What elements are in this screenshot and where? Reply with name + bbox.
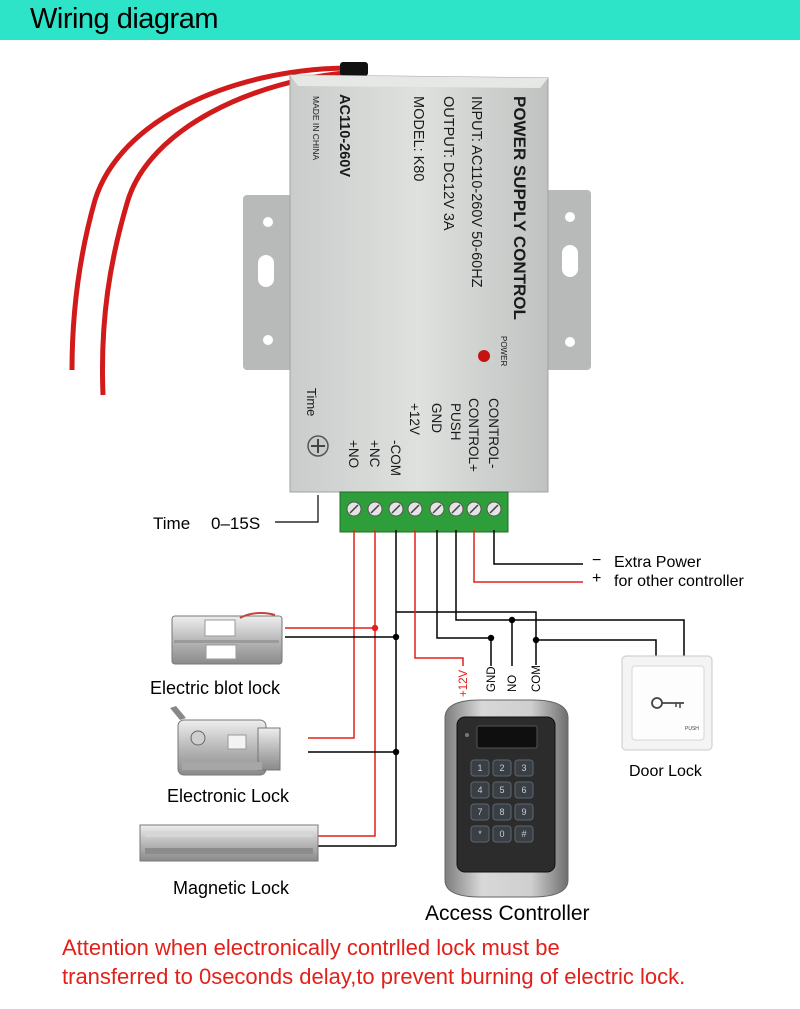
keypad-key-label: # <box>521 829 526 839</box>
controller-terminal-label: GND <box>486 666 498 692</box>
ps-model-text: MODEL: K80 <box>410 96 426 181</box>
keypad-key-label: 3 <box>521 763 526 773</box>
door-lock-label: Door Lock <box>629 763 702 780</box>
controller-terminal-label: +12V <box>458 669 470 697</box>
keypad-key-label: 5 <box>499 785 504 795</box>
terminal-screw-slot <box>391 504 401 514</box>
keypad-key <box>492 803 512 821</box>
extra-power-line2: for other controller <box>614 573 744 590</box>
time-range: 0–15S <box>211 514 261 533</box>
ps-madein-text: MADE IN CHINA <box>311 96 321 161</box>
keypad-key-label: 7 <box>477 807 482 817</box>
time-leader-line <box>275 495 319 523</box>
controller-terminal-label: NO <box>507 675 519 692</box>
magnetic-lock-label: Magnetic Lock <box>173 878 290 898</box>
ps-output-text: OUTPUT: DC12V 3A <box>440 96 456 231</box>
attention-line-2: transferred to 0seconds delay,to prevent… <box>62 964 686 989</box>
keypad-key <box>470 781 490 799</box>
time-label: Time <box>153 514 191 533</box>
power-supply-labels: POWER SUPPLY CONTROL INPUT: AC110-260V 5… <box>304 94 529 416</box>
keypad-key <box>514 759 534 777</box>
keypad-key <box>492 825 512 843</box>
attention-line-1: Attention when electronically contrlled … <box>62 935 560 960</box>
extra-power-line1: Extra Power <box>614 554 702 571</box>
terminal-screw-slot <box>432 504 442 514</box>
keypad-key <box>492 781 512 799</box>
bolt-lock-label: Electric blot lock <box>150 678 281 698</box>
door-button-image: PUSH <box>621 655 713 751</box>
keypad-key-label: 8 <box>499 807 504 817</box>
power-input-cables <box>69 62 368 396</box>
keypad-key <box>514 825 534 843</box>
keypad-key <box>492 759 512 777</box>
keypad-key <box>514 781 534 799</box>
door-button-push-text: PUSH <box>685 726 699 732</box>
access-controller-image: 1 2 3 4 5 6 7 8 9 * 0 # <box>444 699 569 898</box>
keypad-key-label: 1 <box>477 763 482 773</box>
wires <box>285 530 685 847</box>
extra-power-plus: + <box>592 570 602 587</box>
ps-time-label: Time <box>304 388 319 416</box>
controller-terminal-labels: +12V GND NO COM <box>458 665 543 697</box>
controller-terminal-label: COM <box>531 665 543 692</box>
page-title: Wiring diagram <box>30 3 219 35</box>
ps-terminal-label: +NO <box>346 440 361 468</box>
power-supply-box <box>243 74 591 533</box>
keypad-key-label: 6 <box>521 785 526 795</box>
terminal-screw-slot <box>410 504 420 514</box>
ps-terminal-label: +12V <box>407 403 422 435</box>
terminal-screw-slot <box>451 504 461 514</box>
keypad: 1 2 3 4 5 6 7 8 9 * 0 # <box>470 759 534 843</box>
magnetic-lock-image <box>139 824 319 862</box>
keypad-key-label: 0 <box>499 829 504 839</box>
terminal-screw-slot <box>469 504 479 514</box>
electronic-lock-label: Electronic Lock <box>167 786 290 806</box>
ps-voltage-text: AC110-260V <box>336 94 352 177</box>
terminal-screw-slot <box>489 504 499 514</box>
ps-terminal-label: PUSH <box>448 403 463 441</box>
access-controller-label: Access Controller <box>425 902 590 925</box>
keypad-key <box>514 803 534 821</box>
keypad-key <box>470 803 490 821</box>
terminal-screw-slot <box>370 504 380 514</box>
electric-bolt-lock-image <box>171 612 283 665</box>
ps-terminal-label: GND <box>429 403 444 433</box>
header-bar: Wiring diagram <box>0 0 800 40</box>
ps-terminal-label: CONTROL+ <box>466 398 481 472</box>
keypad-key-label: 2 <box>499 763 504 773</box>
keypad-key-label: 9 <box>521 807 526 817</box>
ps-terminal-label: CONTROL- <box>486 398 501 469</box>
terminal-screws <box>346 501 502 517</box>
keypad-key-label: 4 <box>477 785 482 795</box>
wire-junctions <box>371 616 540 756</box>
extra-power-minus: − <box>592 552 602 569</box>
ps-power-led-label: POWER <box>499 336 508 366</box>
ps-terminal-label: -COM <box>388 440 403 476</box>
ps-input-text: INPUT: AC110-260V 50-60HZ <box>468 96 484 288</box>
ps-terminal-label: +NC <box>367 440 382 468</box>
electronic-lock-image <box>170 706 281 776</box>
keypad-key-label: * <box>478 829 482 839</box>
keypad-key <box>470 825 490 843</box>
ps-title-text: POWER SUPPLY CONTROL <box>510 96 529 320</box>
terminal-screw-slot <box>349 504 359 514</box>
keypad-key <box>470 759 490 777</box>
